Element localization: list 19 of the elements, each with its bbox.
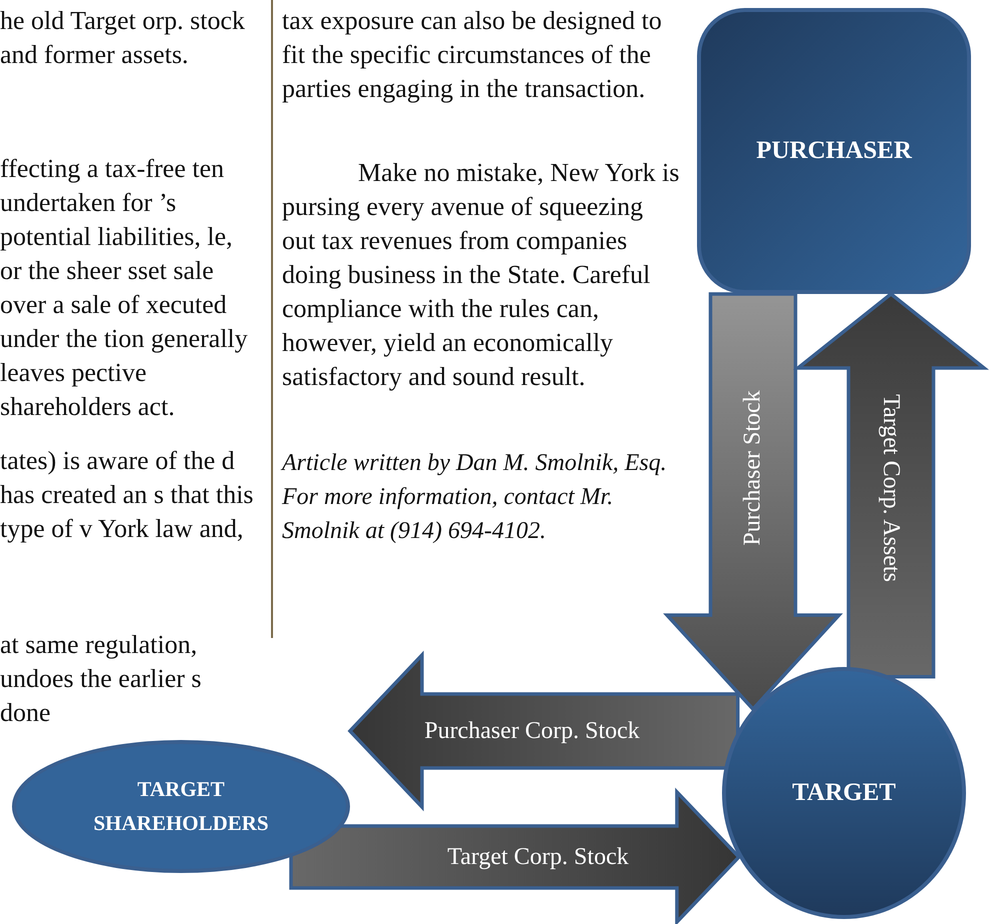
author-note: Article written by Dan M. Smolnik, Esq. For more information, contact Mr. Smolnik at (914) 694-4102. [282,449,668,546]
article-text: tates) is aware of the d has created an s that this type of v York law and, [0,445,254,545]
arrow-label: Target Corp. Assets [879,394,903,582]
party-box [697,8,971,294]
arrow-label: Purchaser Stock [741,390,765,546]
block-arrow [663,292,843,712]
block-arrow [289,788,742,924]
block-arrow [793,292,989,678]
article-text: ffecting a tax-free ten undertaken for ’s potential liabilities, le, or the sheer sset sale over a sale of xecuted under the tion generally leaves pective shareholders act. [0,153,249,423]
article-text: at same regulation, undoes the earlier s done [0,629,202,729]
arrow-label: Purchaser Corp. Stock [424,719,640,743]
block-arrow [348,650,740,812]
party-name: TARGET [792,778,896,808]
article-text: he old Target orp. stock and former assets. [0,5,246,71]
party-name: PURCHASER [756,136,912,166]
article-text: Make no mistake, New York is pursing every avenue of squeezing out tax revenues from companies doing business in the State. Careful compliance with the rules can, however, yield an economically satisfactory and sound result. [282,157,680,393]
party-name: TARGET SHAREHOLDERS [92,776,270,836]
arrow-label: Target Corp. Stock [447,845,629,869]
article-text: tax exposure can also be designed to fit the specific circumstances of the parties engaging in the transaction. [282,5,663,105]
